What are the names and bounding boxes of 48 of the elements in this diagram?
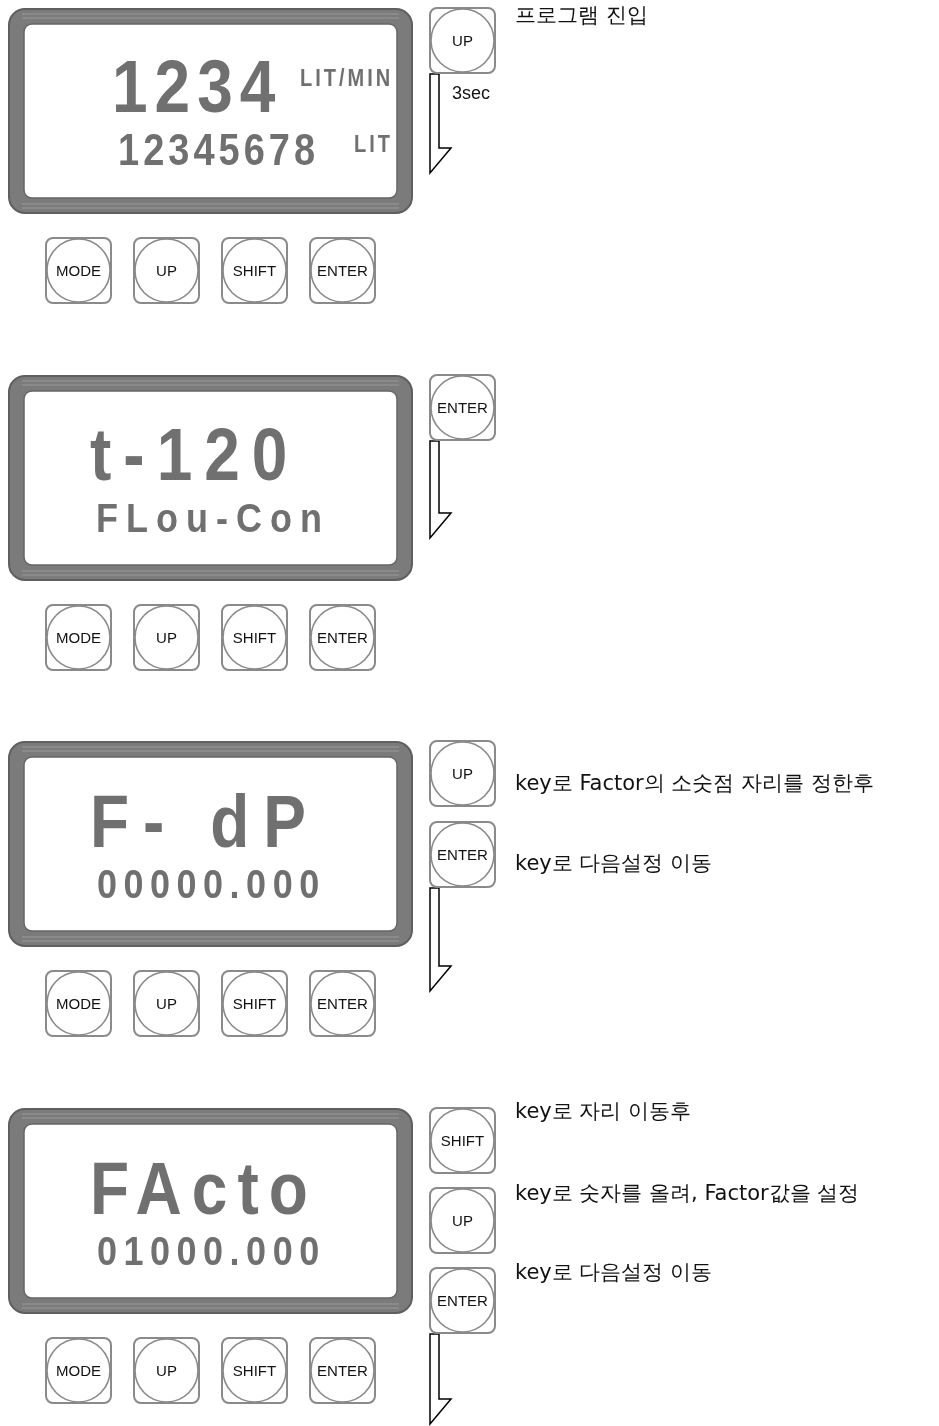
key-button: ENTER: [309, 1337, 376, 1404]
display-readout: F- dP: [90, 785, 320, 859]
key-button: SHIFT: [221, 237, 288, 304]
lcd-display: [8, 741, 413, 947]
key-button: ENTER: [429, 1267, 496, 1334]
instruction-text: key로 숫자를 올려, Factor값을 설정: [515, 1181, 860, 1207]
key-button: UP: [133, 1337, 200, 1404]
instruction-text: key로 다음설정 이동: [515, 1260, 713, 1286]
key-button: MODE: [45, 604, 112, 671]
display-readout: LIT/MIN: [300, 66, 394, 89]
display-readout: 00000.000: [97, 863, 326, 905]
display-readout: 01000.000: [97, 1230, 326, 1272]
key-button: MODE: [45, 1337, 112, 1404]
key-button: MODE: [45, 970, 112, 1037]
instruction-text: 프로그램 진입: [515, 3, 648, 29]
key-button: SHIFT: [429, 1107, 496, 1174]
flow-arrow: [429, 887, 453, 994]
key-button: UP: [429, 7, 496, 74]
key-button: SHIFT: [221, 604, 288, 671]
instruction-text: key로 자리 이동후: [515, 1099, 692, 1125]
key-button: SHIFT: [221, 1337, 288, 1404]
lcd-display: [8, 375, 413, 581]
lcd-display: [8, 8, 413, 214]
display-readout: t-120: [90, 418, 300, 492]
flow-arrow: [429, 73, 453, 176]
key-button: UP: [133, 604, 200, 671]
key-button: ENTER: [309, 237, 376, 304]
flow-arrow: [429, 440, 453, 541]
lcd-display: [8, 1108, 413, 1314]
key-button: SHIFT: [221, 970, 288, 1037]
key-button: ENTER: [309, 970, 376, 1037]
instruction-text: key로 다음설정 이동: [515, 851, 713, 877]
display-readout: LIT: [354, 132, 393, 155]
key-button: UP: [429, 1187, 496, 1254]
key-button: UP: [133, 970, 200, 1037]
key-button: ENTER: [429, 821, 496, 888]
key-button: ENTER: [309, 604, 376, 671]
display-readout: FActo: [90, 1152, 318, 1226]
key-button: UP: [429, 740, 496, 807]
edge-label: 3sec: [452, 84, 491, 102]
key-button: UP: [133, 237, 200, 304]
instruction-text: key로 Factor의 소숫점 자리를 정한후: [515, 771, 874, 797]
display-readout: 1234: [112, 50, 283, 124]
display-readout: FLou-Con: [96, 497, 330, 539]
key-button: ENTER: [429, 374, 496, 441]
key-button: MODE: [45, 237, 112, 304]
display-readout: 12345678: [118, 128, 320, 172]
flow-arrow: [429, 1333, 453, 1426]
